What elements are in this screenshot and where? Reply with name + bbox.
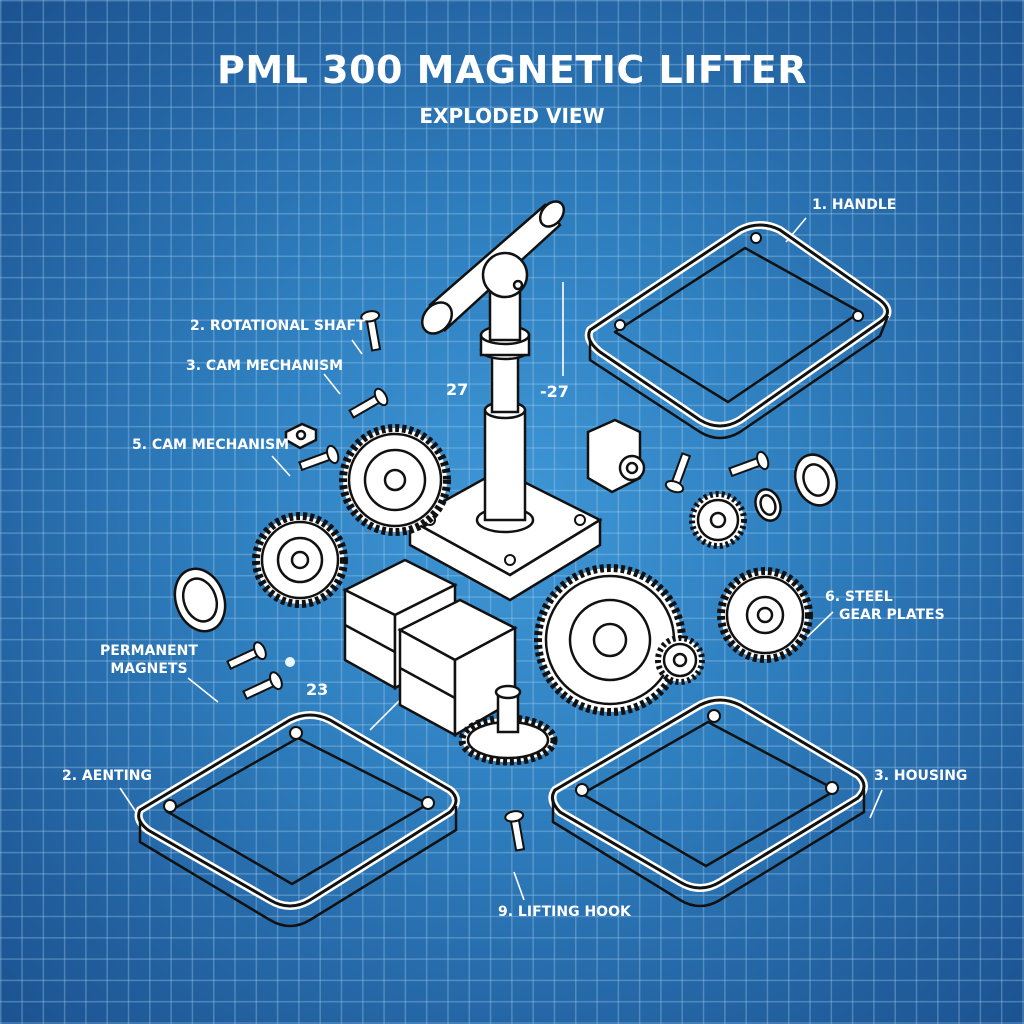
dimension-23: 23 <box>306 680 329 699</box>
rotational-shaft-column <box>475 283 535 534</box>
callout-lifting-hook: 9. LIFTING HOOK <box>498 904 631 920</box>
dimension-27: 27 <box>446 380 469 399</box>
callout-permanent-magnets-line1: PERMANENT <box>100 643 198 659</box>
bearings <box>173 453 839 633</box>
page-title: PML 300 MAGNETIC LIFTER <box>217 48 807 92</box>
dimension-neg-27: -27 <box>540 382 569 401</box>
callout-permanent-magnets: PERMANENT MAGNETS <box>100 642 198 678</box>
permanent-magnet-blocks <box>342 558 518 738</box>
aenting-frame <box>134 711 460 928</box>
callout-handle: 1. HANDLE <box>812 197 897 213</box>
callout-rotational-shaft: 2. ROTATIONAL SHAFT <box>190 318 366 334</box>
housing-frame <box>548 696 868 908</box>
t-handle <box>420 200 566 335</box>
callout-housing: 3. HOUSING <box>874 768 968 784</box>
callout-permanent-magnets-line2: MAGNETS <box>110 661 188 677</box>
callout-steel-gear-plates-line2: GEAR PLATES <box>839 607 945 623</box>
callout-aenting: 2. AENTING <box>62 768 153 784</box>
handle-frame <box>584 221 892 440</box>
cam-block <box>284 418 646 494</box>
gears <box>252 424 813 766</box>
callout-cam-mechanism-3: 3. CAM MECHANISM <box>186 358 344 374</box>
callout-steel-gear-plates-line1: 6. STEEL <box>825 589 893 605</box>
page-subtitle: EXPLODED VIEW <box>419 104 605 128</box>
callout-steel-gear-plates: 6. STEEL GEAR PLATES <box>825 588 945 624</box>
callout-cam-mechanism-5: 5. CAM MECHANISM <box>132 437 290 453</box>
